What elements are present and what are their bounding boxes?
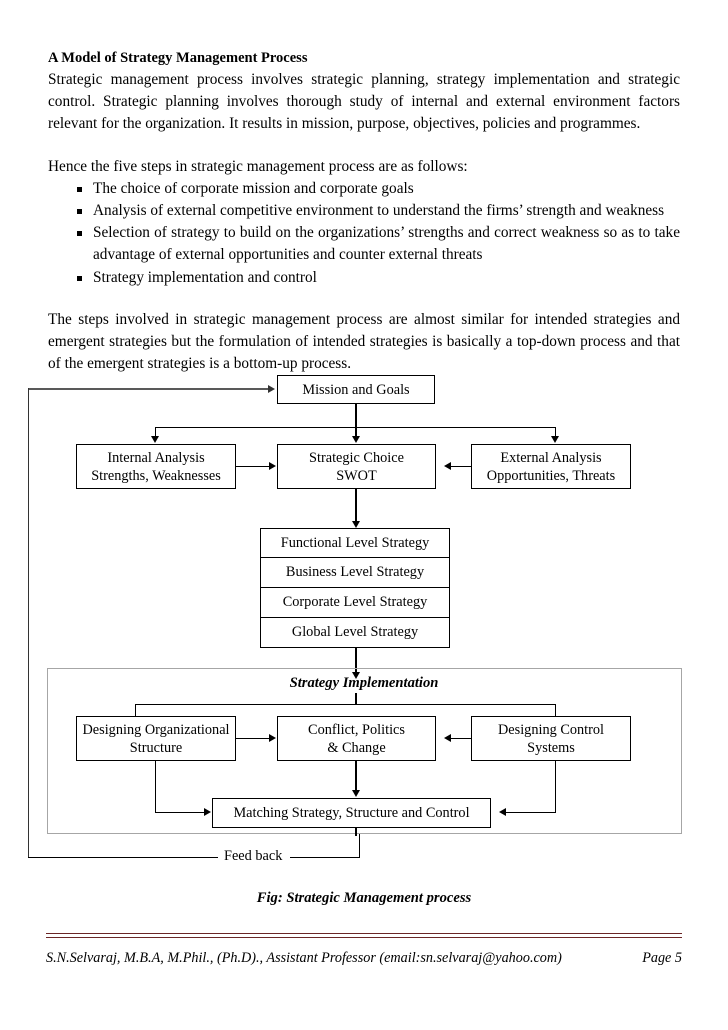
node-label-line1: Conflict, Politics bbox=[308, 721, 405, 738]
node-matching-strategy-structure-control: Matching Strategy, Structure and Control bbox=[212, 798, 491, 828]
list-item: The choice of corporate mission and corp… bbox=[48, 178, 680, 200]
arrowhead-internal-to-strategic bbox=[269, 462, 276, 470]
node-label-line2: Opportunities, Threats bbox=[486, 467, 616, 484]
node-label-line2: Systems bbox=[527, 739, 575, 756]
strategic-management-diagram: Feed back Mission and Goals Internal Ana… bbox=[0, 360, 728, 880]
node-functional-level-strategy: Functional Level Strategy bbox=[260, 528, 450, 558]
node-business-level-strategy: Business Level Strategy bbox=[260, 558, 450, 588]
line-matching-to-feedback bbox=[355, 828, 357, 836]
node-label: Mission and Goals bbox=[302, 381, 410, 398]
steps-list: The choice of corporate mission and corp… bbox=[48, 178, 680, 289]
line-structure-to-conflict bbox=[236, 737, 269, 739]
bullet-square-icon bbox=[77, 209, 82, 215]
bullet-square-icon bbox=[77, 231, 82, 237]
list-item: Analysis of external competitive environ… bbox=[48, 200, 680, 222]
line-stack-to-implementation bbox=[355, 648, 357, 672]
node-label-line1: Strategic Choice bbox=[309, 449, 404, 466]
bullet-square-icon bbox=[77, 275, 82, 281]
document-body: A Model of Strategy Management Process S… bbox=[48, 48, 680, 375]
strategy-implementation-container bbox=[47, 668, 682, 834]
node-label-line2: SWOT bbox=[336, 467, 377, 484]
line-control-down bbox=[555, 761, 557, 812]
node-external-analysis: External Analysis Opportunities, Threats bbox=[471, 444, 631, 489]
node-label: Corporate Level Strategy bbox=[282, 594, 428, 610]
arrowhead-internal bbox=[151, 436, 160, 443]
bus-drop-external bbox=[555, 427, 557, 436]
node-designing-organizational-structure: Designing Organizational Structure bbox=[76, 716, 236, 761]
node-mission-and-goals: Mission and Goals bbox=[277, 375, 435, 404]
list-item: Strategy implementation and control bbox=[48, 267, 680, 289]
line-control-to-matching bbox=[506, 811, 556, 813]
arrowhead-structure-to-matching bbox=[204, 808, 211, 816]
arrowhead-external bbox=[551, 436, 560, 443]
footer-author: S.N.Selvaraj, M.B.A, M.Phil., (Ph.D)., A… bbox=[46, 950, 562, 966]
node-label-line1: Designing Organizational bbox=[82, 721, 230, 738]
node-conflict-politics-change: Conflict, Politics & Change bbox=[277, 716, 436, 761]
bus-drop-strategic bbox=[355, 427, 357, 436]
bullet-square-icon bbox=[77, 186, 82, 192]
line-internal-to-strategic bbox=[236, 465, 269, 467]
steps-lead: Hence the five steps in strategic manage… bbox=[48, 157, 468, 175]
list-item-text: Strategy implementation and control bbox=[93, 268, 317, 286]
node-label-line2: Strengths, Weaknesses bbox=[91, 467, 221, 484]
node-label-line2: Structure bbox=[129, 739, 183, 756]
list-item-text: Selection of strategy to build on the or… bbox=[93, 224, 680, 264]
feedback-line-bottom-left bbox=[28, 856, 224, 858]
page-title: A Model of Strategy Management Process bbox=[48, 50, 308, 66]
figure-caption: Fig: Strategic Management process bbox=[256, 890, 472, 906]
mission-out-stem bbox=[355, 404, 357, 428]
arrowhead-to-implementation bbox=[351, 672, 360, 679]
impl-bus-drop-right bbox=[555, 704, 557, 718]
list-item-text: Analysis of external competitive environ… bbox=[93, 202, 665, 220]
node-label: Business Level Strategy bbox=[285, 564, 425, 580]
line-external-to-strategic bbox=[451, 465, 471, 467]
arrowhead-control-to-matching bbox=[499, 808, 506, 816]
feedback-line-riser bbox=[358, 834, 360, 857]
node-corporate-level-strategy: Corporate Level Strategy bbox=[260, 588, 450, 618]
impl-bus-drop-left bbox=[135, 704, 137, 718]
feedback-line-top bbox=[28, 388, 271, 390]
line-structure-to-matching bbox=[155, 811, 204, 813]
arrowhead-external-to-strategic bbox=[444, 462, 451, 470]
footer-divider bbox=[46, 933, 682, 938]
page-footer: S.N.Selvaraj, M.B.A, M.Phil., (Ph.D)., A… bbox=[46, 950, 682, 967]
node-label: Global Level Strategy bbox=[291, 624, 419, 640]
impl-bus-stem bbox=[355, 693, 357, 705]
impl-distribution-bus bbox=[135, 704, 556, 706]
list-item-text: The choice of corporate mission and corp… bbox=[93, 179, 414, 197]
line-strategic-to-stack bbox=[355, 489, 357, 521]
node-designing-control-systems: Designing Control Systems bbox=[471, 716, 631, 761]
feedback-line-left bbox=[28, 388, 30, 858]
closing-paragraph: The steps involved in strategic manageme… bbox=[48, 310, 680, 373]
arrowhead-control-to-conflict bbox=[444, 734, 451, 742]
node-label: Functional Level Strategy bbox=[280, 534, 430, 551]
arrowhead-to-stack bbox=[351, 521, 360, 528]
intro-paragraph: Strategic management process involves st… bbox=[48, 71, 680, 133]
node-label-line1: Designing Control bbox=[497, 721, 605, 738]
feedback-line-bottom-right bbox=[290, 856, 360, 858]
line-control-to-conflict bbox=[451, 737, 471, 739]
node-global-level-strategy: Global Level Strategy bbox=[260, 618, 450, 648]
line-conflict-to-matching bbox=[355, 761, 357, 790]
feedback-label: Feed back bbox=[218, 848, 289, 865]
line-structure-down bbox=[155, 761, 157, 812]
node-label-line1: Internal Analysis bbox=[107, 449, 205, 466]
node-label-line2: & Change bbox=[327, 739, 386, 756]
node-label: Matching Strategy, Structure and Control bbox=[233, 805, 470, 821]
arrowhead-structure-to-conflict bbox=[269, 734, 276, 742]
footer-page-number: Page 5 bbox=[642, 950, 682, 966]
feedback-arrowhead-mission bbox=[268, 384, 275, 393]
node-label-line1: External Analysis bbox=[500, 449, 602, 466]
arrowhead-strategic-choice bbox=[351, 436, 360, 443]
list-item: Selection of strategy to build on the or… bbox=[48, 222, 680, 266]
bus-drop-internal bbox=[155, 427, 157, 436]
arrowhead-conflict-to-matching bbox=[351, 790, 360, 797]
strategy-implementation-title: Strategy Implementation bbox=[289, 675, 439, 691]
node-internal-analysis: Internal Analysis Strengths, Weaknesses bbox=[76, 444, 236, 489]
node-strategic-choice: Strategic Choice SWOT bbox=[277, 444, 436, 489]
